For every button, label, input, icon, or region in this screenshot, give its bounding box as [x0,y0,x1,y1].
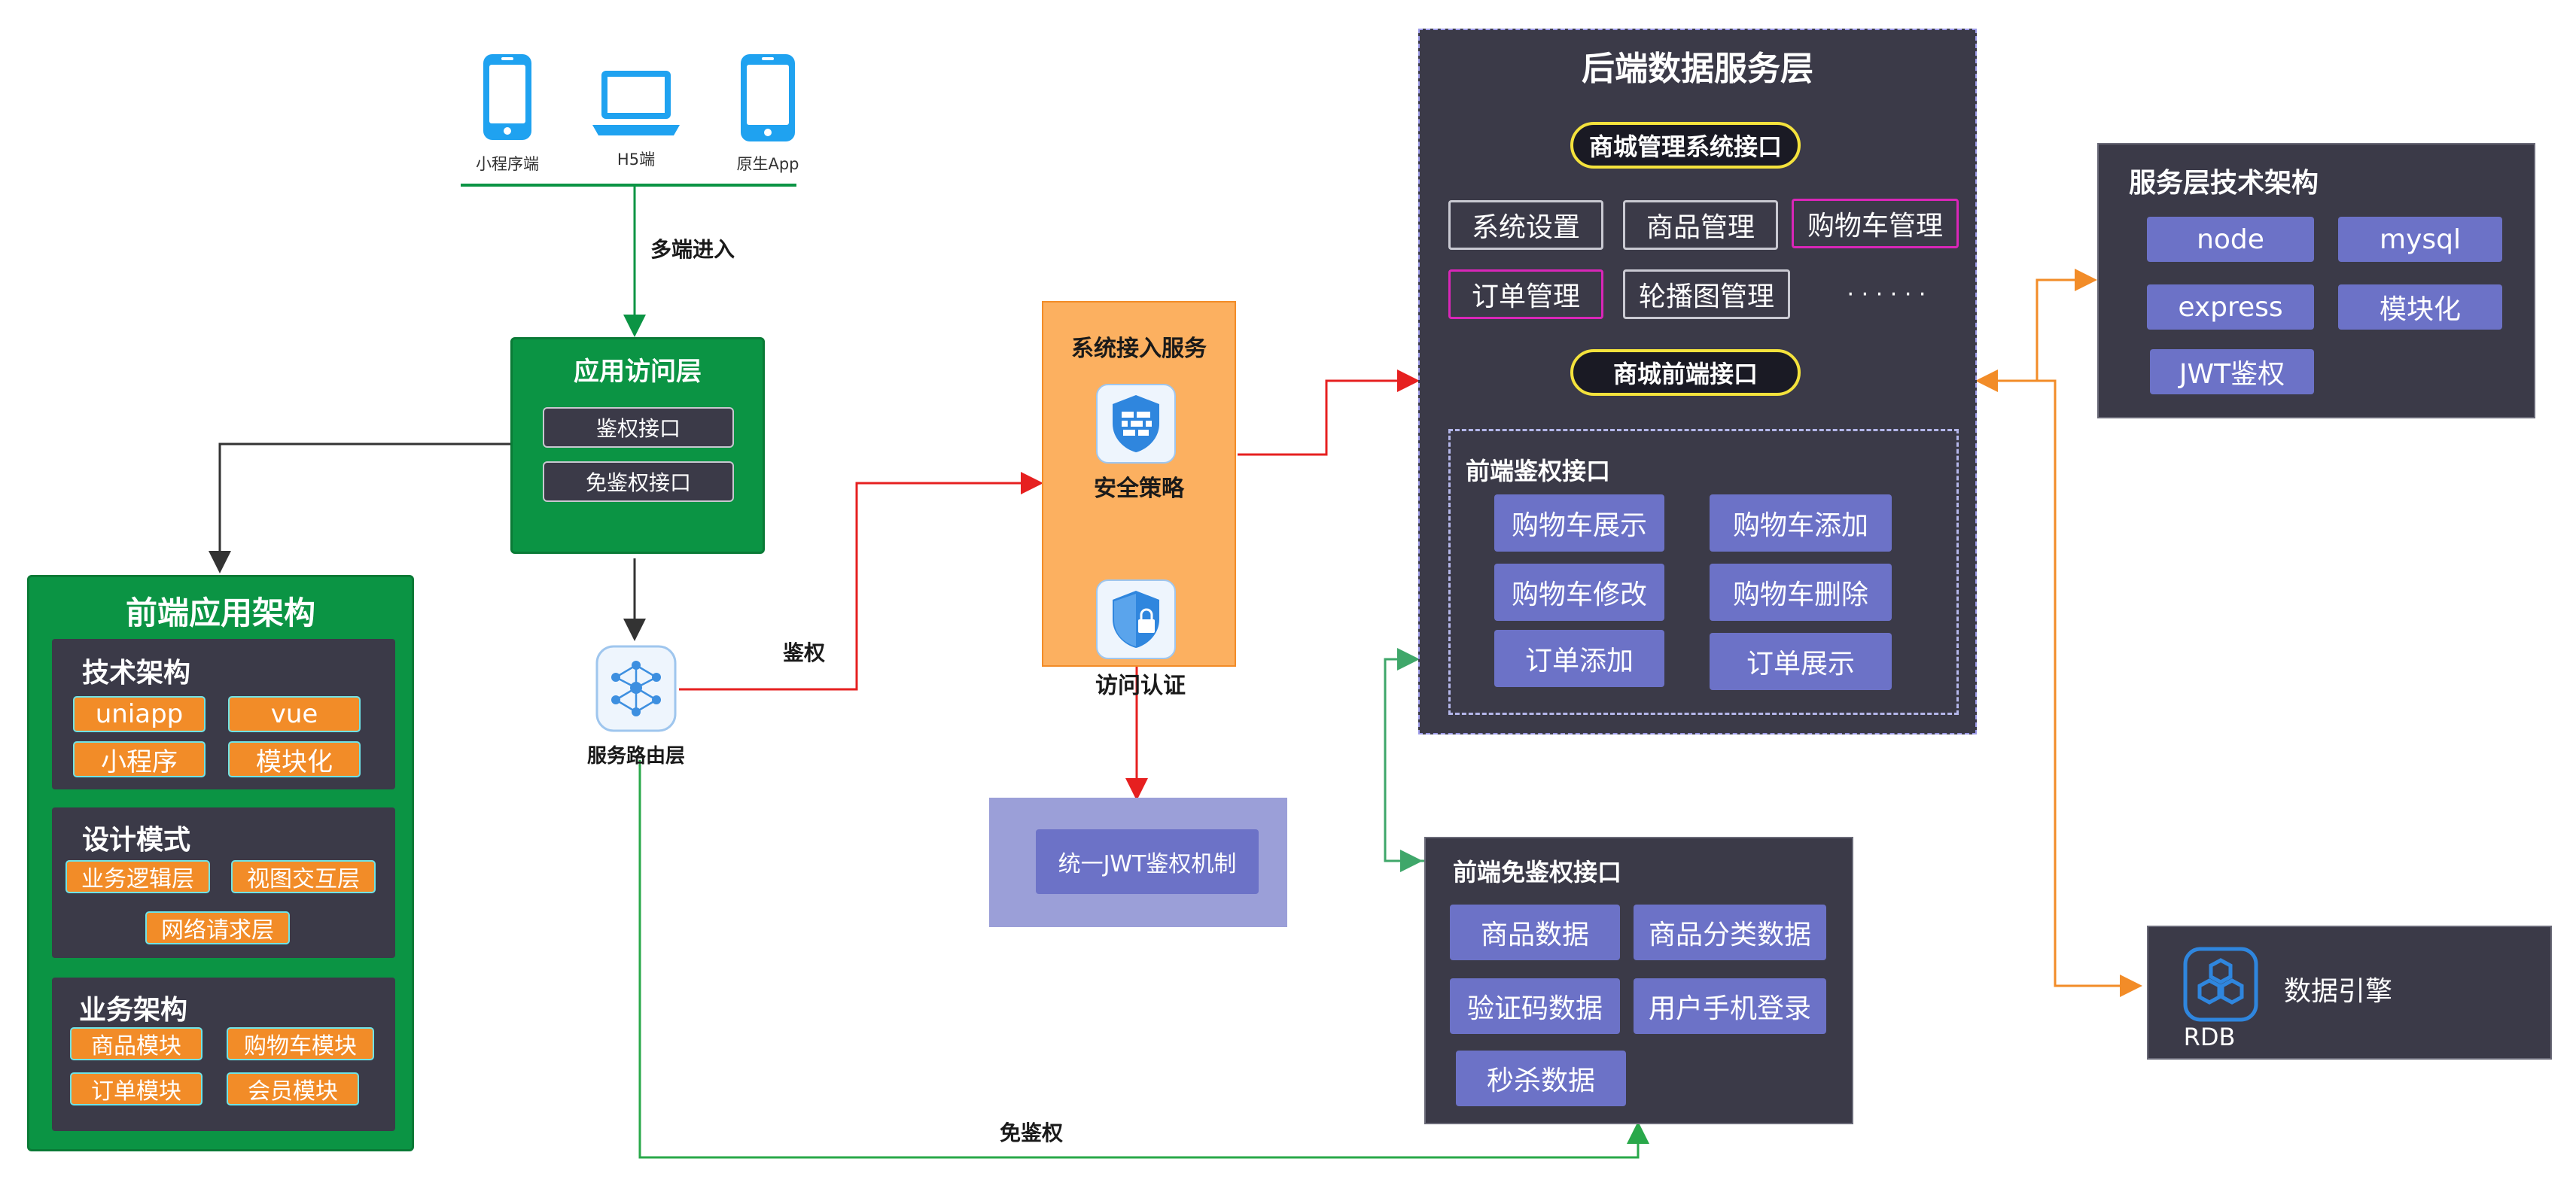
tag-cart-module: 购物车模块 [227,1027,374,1060]
auth-api-button[interactable]: 鉴权接口 [543,407,734,448]
api-flash-sale[interactable]: 秒杀数据 [1456,1051,1626,1106]
mall-admin-api-pill[interactable]: 商城管理系统接口 [1570,122,1801,169]
edge-to-backend [1238,369,1420,456]
device-label: H5端 [617,151,656,169]
api-order-add[interactable]: 订单添加 [1494,630,1664,687]
admin-more-ellipsis: · · · · · · [1847,281,1926,308]
phone-icon [741,54,795,141]
tag-view-interaction: 视图交互层 [231,860,376,893]
tech-stack-title: 技术架构 [82,658,191,689]
tag-order-module: 订单模块 [70,1072,202,1105]
jwt-label[interactable]: 统一JWT鉴权机制 [1036,829,1259,894]
api-cart-add[interactable]: 购物车添加 [1710,494,1892,552]
device-label: 小程序端 [476,155,539,173]
api-order-show[interactable]: 订单展示 [1710,633,1892,690]
lock-shield-icon [1113,591,1159,648]
security-policy-label: 安全策略 [1094,476,1184,502]
stack-express: express [2147,284,2314,330]
tag-network-request: 网络请求层 [145,911,290,944]
api-captcha-data[interactable]: 验证码数据 [1450,978,1620,1034]
laptop-icon [592,71,680,135]
tag-modular: 模块化 [228,741,361,777]
tag-member-module: 会员模块 [227,1072,359,1105]
security-policy-node[interactable] [1096,384,1176,464]
edge-backend-stack [2036,269,2097,382]
stack-modular: 模块化 [2338,284,2502,330]
admin-cart-management[interactable]: 购物车管理 [1792,199,1959,248]
free-auth-title: 前端免鉴权接口 [1453,858,1622,886]
backend-title: 后端数据服务层 [1582,50,1813,88]
stack-mysql: mysql [2338,217,2502,262]
front-auth-api-panel: 前端鉴权接口 购物车展示 购物车添加 购物车修改 购物车删除 订单添加 订单展示 [1448,429,1959,715]
edge-auth [679,472,1043,691]
tag-product-module: 商品模块 [70,1027,202,1060]
data-engine[interactable]: RDB 数据引擎 [2147,926,2552,1060]
edge-label-no-auth: 免鉴权 [1000,1121,1064,1145]
stack-node: node [2147,217,2314,262]
api-category-data[interactable]: 商品分类数据 [1634,905,1826,960]
tag-mini-program: 小程序 [73,741,206,777]
rdb-badge: RDB [2183,1023,2236,1051]
admin-product-management[interactable]: 商品管理 [1623,200,1778,250]
device-native-app: 原生App [723,53,813,181]
system-access-service: 系统接入服务 安全策略 [1042,301,1236,667]
service-router[interactable]: 服务路由层 [572,644,700,772]
frontend-arch-title: 前端应用架构 [125,594,315,631]
api-phone-login[interactable]: 用户手机登录 [1634,978,1826,1034]
access-auth-label: 访问认证 [1095,673,1186,699]
design-pattern-panel: 设计模式 业务逻辑层 视图交互层 网络请求层 [52,807,395,958]
no-auth-api-button[interactable]: 免鉴权接口 [543,461,734,502]
network-hub-icon [595,645,677,732]
api-cart-show[interactable]: 购物车展示 [1494,494,1664,552]
phone-icon [483,54,531,140]
business-arch-title: 业务架构 [79,995,188,1026]
device-h5: H5端 [587,60,685,181]
app-access-title: 应用访问层 [574,356,702,387]
edge-backend-engine [2037,379,2142,997]
front-auth-title: 前端鉴权接口 [1466,457,1611,485]
tag-uniapp: uniapp [73,696,206,732]
tag-vue: vue [228,696,361,732]
firewall-shield-icon [1113,395,1159,452]
edge-label-multi-entry: 多端进入 [650,237,735,262]
edge-to-frontend-arch [209,442,512,573]
tag-business-logic: 业务逻辑层 [65,860,210,893]
service-stack-title: 服务层技术架构 [2129,168,2319,199]
admin-carousel-management[interactable]: 轮播图管理 [1623,269,1790,319]
edge-label-auth: 鉴权 [783,640,826,665]
design-pattern-title: 设计模式 [82,825,191,856]
front-free-auth-panel: 前端免鉴权接口 商品数据 商品分类数据 验证码数据 用户手机登录 秒杀数据 [1424,837,1853,1124]
device-label: 原生App [736,155,799,173]
access-auth-node[interactable] [1096,579,1176,659]
admin-order-management[interactable]: 订单管理 [1448,269,1603,319]
api-cart-delete[interactable]: 购物车删除 [1710,564,1892,621]
admin-system-settings[interactable]: 系统设置 [1448,200,1603,250]
mall-front-api-pill[interactable]: 商城前端接口 [1570,349,1801,396]
data-engine-label: 数据引擎 [2284,976,2393,1007]
app-access-layer: 应用访问层 鉴权接口 免鉴权接口 [510,337,765,554]
edge-no-auth [638,760,1649,1159]
jwt-box: 统一JWT鉴权机制 [989,798,1287,927]
service-router-label: 服务路由层 [586,744,685,768]
api-product-data[interactable]: 商品数据 [1450,905,1620,960]
backend-service-layer: 后端数据服务层 商城管理系统接口 系统设置 商品管理 购物车管理 订单管理 轮播… [1418,29,1977,734]
frontend-architecture: 前端应用架构 技术架构 uniapp vue 小程序 模块化 设计模式 业务逻辑… [27,575,414,1151]
service-tech-stack: 服务层技术架构 node mysql express 模块化 JWT鉴权 [2097,143,2535,418]
rdb-hexagon-icon [2183,947,2258,1022]
system-access-title: 系统接入服务 [1071,336,1207,362]
stack-jwt: JWT鉴权 [2150,349,2314,394]
tech-stack-panel: 技术架构 uniapp vue 小程序 模块化 [52,639,395,789]
api-cart-edit[interactable]: 购物车修改 [1494,564,1664,621]
device-mini-program: 小程序端 [465,53,550,181]
business-arch-panel: 业务架构 商品模块 购物车模块 订单模块 会员模块 [52,978,395,1131]
